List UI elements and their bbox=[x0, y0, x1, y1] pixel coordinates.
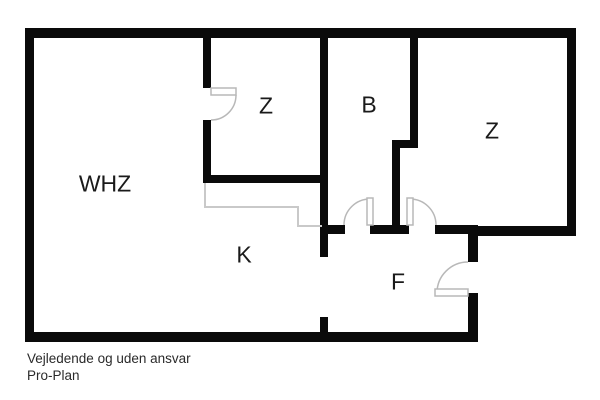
footer-disclaimer: Vejledende og uden ansvar Pro-Plan bbox=[27, 350, 191, 384]
wall-b-jog bbox=[392, 140, 418, 148]
wall-outer-left bbox=[25, 28, 34, 342]
open-boundary-segment-v1 bbox=[204, 183, 206, 208]
open-boundary-segment-h1 bbox=[204, 206, 299, 208]
door-leaf-entrance bbox=[434, 288, 469, 297]
wall-outer-bottom bbox=[25, 332, 478, 342]
door-leaf-b bbox=[366, 197, 374, 226]
open-boundary-segment-h2 bbox=[297, 225, 322, 227]
wall-b-right-upper bbox=[410, 38, 418, 148]
door-arc-z1 bbox=[210, 94, 237, 121]
interior-walls bbox=[203, 38, 478, 342]
door-leaf-z1 bbox=[210, 87, 237, 96]
wall-outer-top bbox=[25, 28, 576, 38]
wall-z1-left-lower bbox=[203, 120, 211, 183]
wall-outer-right bbox=[567, 28, 576, 236]
open-boundary-whz-k bbox=[204, 183, 322, 227]
footer-brand: Pro-Plan bbox=[27, 368, 80, 383]
open-boundary-segment-v2 bbox=[297, 206, 299, 227]
wall-kf-stub bbox=[320, 317, 328, 342]
room-label-f: F bbox=[390, 268, 406, 295]
room-label-k: K bbox=[236, 241, 252, 268]
door-arc-b bbox=[343, 198, 371, 226]
wall-f-right-lower bbox=[468, 293, 478, 342]
wall-outer-notch-top bbox=[468, 226, 576, 236]
footer-disclaimer-line1: Vejledende og uden ansvar bbox=[27, 351, 191, 366]
room-label-z1: Z bbox=[258, 92, 274, 119]
door-arc-entrance bbox=[436, 261, 469, 294]
room-label-whz: WHZ bbox=[78, 170, 132, 197]
wall-z1-bottom bbox=[203, 175, 328, 183]
wall-hall-top-left bbox=[328, 225, 345, 234]
room-label-z2: Z bbox=[484, 117, 500, 144]
wall-z1-b-divider bbox=[320, 38, 328, 257]
wall-hall-top-middle bbox=[370, 225, 409, 234]
wall-b-z2-divider bbox=[392, 140, 400, 234]
wall-f-right-upper bbox=[468, 226, 478, 262]
doors bbox=[210, 87, 469, 297]
door-arc-z2 bbox=[409, 198, 437, 226]
door-leaf-z2 bbox=[406, 197, 414, 226]
wall-hall-top-right bbox=[435, 225, 478, 234]
room-label-b: B bbox=[361, 91, 377, 118]
outer-walls bbox=[25, 28, 576, 342]
wall-z1-left-upper bbox=[203, 38, 211, 88]
